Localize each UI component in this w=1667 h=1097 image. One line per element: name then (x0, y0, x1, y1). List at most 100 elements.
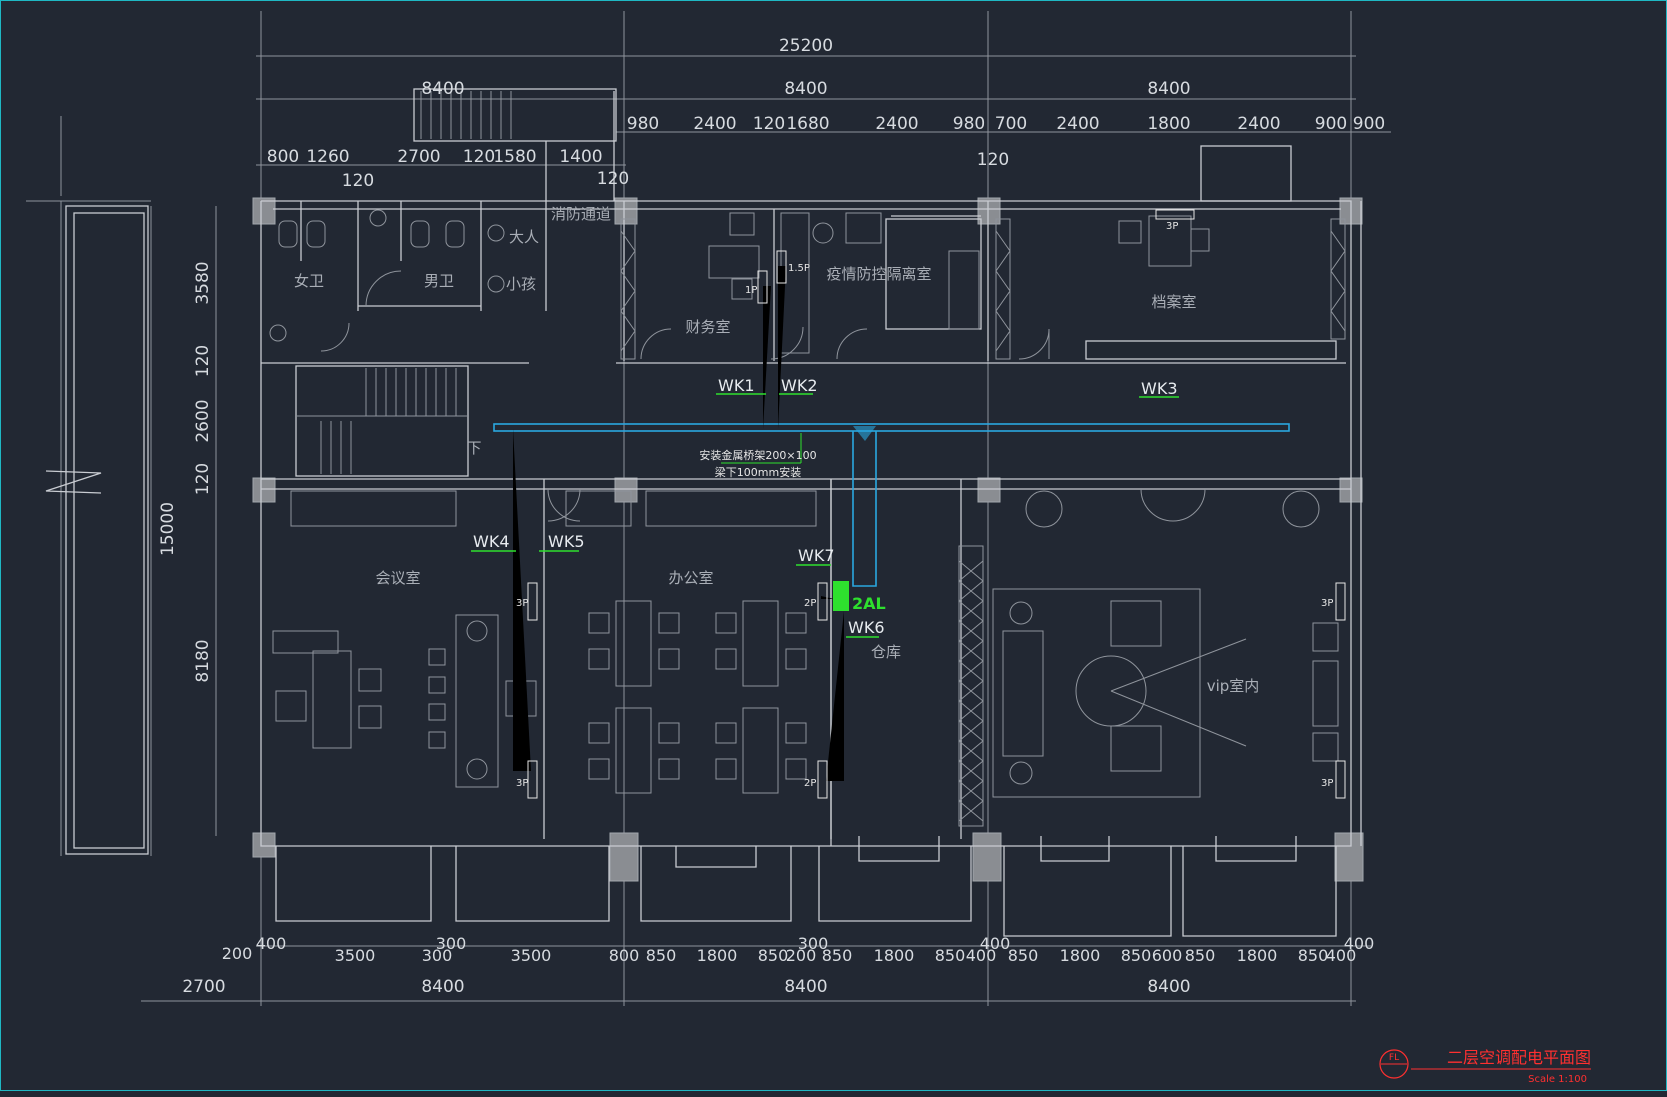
dim-bay-bottom-0: 2700 (182, 977, 225, 997)
dim-r2m-3: 120 (753, 114, 785, 134)
ac-label-5: 3P (516, 778, 528, 789)
dim-b-21: 600 (1152, 946, 1183, 965)
dim-bay-top-1: 8400 (421, 79, 464, 99)
title-block: FL 二层空调配电平面图 Scale 1:100 (1379, 1048, 1591, 1085)
room-labels: 消防通道 女卫 男卫 大人 小孩 财务室 疫情防控隔离室 档案室 会议室 办公室… (294, 205, 1259, 695)
dim-left-5: 8180 (193, 639, 213, 682)
dim-r3l-2: 1260 (306, 147, 349, 167)
dim-left-3: 2600 (193, 399, 213, 442)
dim-bay-bottom-1: 8400 (421, 977, 464, 997)
room-fire-exit: 消防通道 (551, 205, 611, 223)
stamp-text: FL (1389, 1053, 1399, 1063)
dim-b-25: 400 (1326, 946, 1357, 965)
dim-left-1: 3580 (193, 261, 213, 304)
dim-b-9: 1800 (697, 946, 738, 965)
ac-unit-archive (1155, 209, 1195, 220)
dim-b-19: 1800 (1060, 946, 1101, 965)
dim-r3l-5: 1580 (493, 147, 536, 167)
dim-r2r-5: 900 (1315, 114, 1347, 134)
circuit-wk6: WK6 (848, 618, 885, 637)
dim-b-10: 850 (758, 946, 789, 965)
door-swings (320, 270, 1206, 522)
feeder-lines (513, 266, 844, 781)
room-storage: 仓库 (871, 643, 901, 661)
dim-b-26: 400 (1344, 934, 1375, 953)
dim-r2r-2: 2400 (1056, 114, 1099, 134)
dim-left-2: 120 (193, 345, 213, 377)
ac-label-6: 2P (804, 598, 816, 609)
panel-2al-box (833, 581, 849, 611)
room-women-wc: 女卫 (294, 272, 324, 290)
dim-r2m-1: 980 (627, 114, 659, 134)
dim-r2m-4: 1680 (786, 114, 829, 134)
dim-r3l-6: 1400 (559, 147, 602, 167)
dim-bay-top-3: 8400 (1147, 79, 1190, 99)
circuit-wk3: WK3 (1141, 379, 1178, 398)
room-finance: 财务室 (685, 318, 730, 336)
ac-label-7: 2P (804, 778, 816, 789)
ac-unit-office-1 (817, 582, 828, 621)
drawing-scale: Scale 1:100 (1528, 1074, 1587, 1085)
dim-r2r-4: 2400 (1237, 114, 1280, 134)
ac-unit-office-2 (817, 760, 828, 799)
ac-unit-labels: 1.5P 1P 3P 3P 3P 2P 2P 3P 3P (516, 221, 1333, 789)
dim-b-23: 1800 (1237, 946, 1278, 965)
dim-b-4: 300 (436, 934, 467, 953)
dim-r3l-1: 800 (267, 147, 299, 167)
ac-label-2: 1P (745, 285, 757, 296)
dim-r2r-6: 900 (1353, 114, 1385, 134)
circuit-wk2: WK2 (781, 376, 818, 395)
ac-units (527, 209, 1346, 799)
room-children: 小孩 (506, 275, 536, 293)
dim-r3l-3: 2700 (397, 147, 440, 167)
dim-b-22: 850 (1185, 946, 1216, 965)
dim-r2m-2: 2400 (693, 114, 736, 134)
dim-b-16: 400 (966, 946, 997, 965)
dimension-lines (26, 55, 1391, 1002)
circuit-wk4: WK4 (473, 532, 510, 551)
room-vip: vip室内 (1207, 677, 1260, 695)
lattice-partitions (620, 218, 1346, 827)
ac-unit-meeting-1 (527, 582, 538, 621)
ac-unit-vip-2 (1335, 760, 1346, 799)
stamp-circle (1379, 1049, 1409, 1079)
circuit-labels: WK1 WK2 WK3 WK4 WK5 WK6 WK7 (473, 376, 1178, 637)
ac-unit-vip-1 (1335, 582, 1346, 621)
ac-unit-finance (757, 270, 768, 304)
dim-120-b: 120 (597, 169, 629, 189)
room-office: 办公室 (668, 569, 713, 587)
dim-b-24: 850 (1298, 946, 1329, 965)
dim-b-8: 850 (646, 946, 677, 965)
dim-r3l-4: 120 (463, 147, 495, 167)
dim-r2r-3: 1800 (1147, 114, 1190, 134)
room-archive: 档案室 (1151, 293, 1196, 311)
dim-r2m-6: 980 (953, 114, 985, 134)
dim-b-1: 200 (222, 944, 253, 963)
dim-bay-bottom-2: 8400 (784, 977, 827, 997)
dim-b-17: 400 (980, 934, 1011, 953)
stair-down-label: 下 (466, 439, 481, 457)
furniture (269, 209, 1339, 798)
room-meeting: 会议室 (375, 569, 420, 587)
circuit-wk5: WK5 (548, 532, 585, 551)
drawing-title: 二层空调配电平面图 (1447, 1048, 1591, 1067)
circuit-wk1: WK1 (718, 376, 755, 395)
dimension-texts: 25200 8400 8400 8400 980 2400 120 1680 2… (158, 36, 1385, 997)
dim-left-4: 120 (193, 463, 213, 495)
ac-label-1: 1.5P (788, 263, 810, 274)
dim-b-5: 300 (422, 946, 453, 965)
room-quarantine: 疫情防控隔离室 (826, 265, 931, 283)
dim-bay-bottom-3: 8400 (1147, 977, 1190, 997)
ac-label-9: 3P (1321, 778, 1333, 789)
tray-note-2: 梁下100mm安装 (715, 465, 801, 479)
room-men-wc: 男卫 (424, 272, 454, 290)
dim-b-7: 800 (609, 946, 640, 965)
dim-b-13: 850 (822, 946, 853, 965)
dim-120-a: 120 (342, 171, 374, 191)
ac-unit-meeting-2 (527, 760, 538, 799)
dim-r2m-5: 2400 (875, 114, 918, 134)
dim-r2r-1: 700 (995, 114, 1027, 134)
dim-b-20: 850 (1121, 946, 1152, 965)
